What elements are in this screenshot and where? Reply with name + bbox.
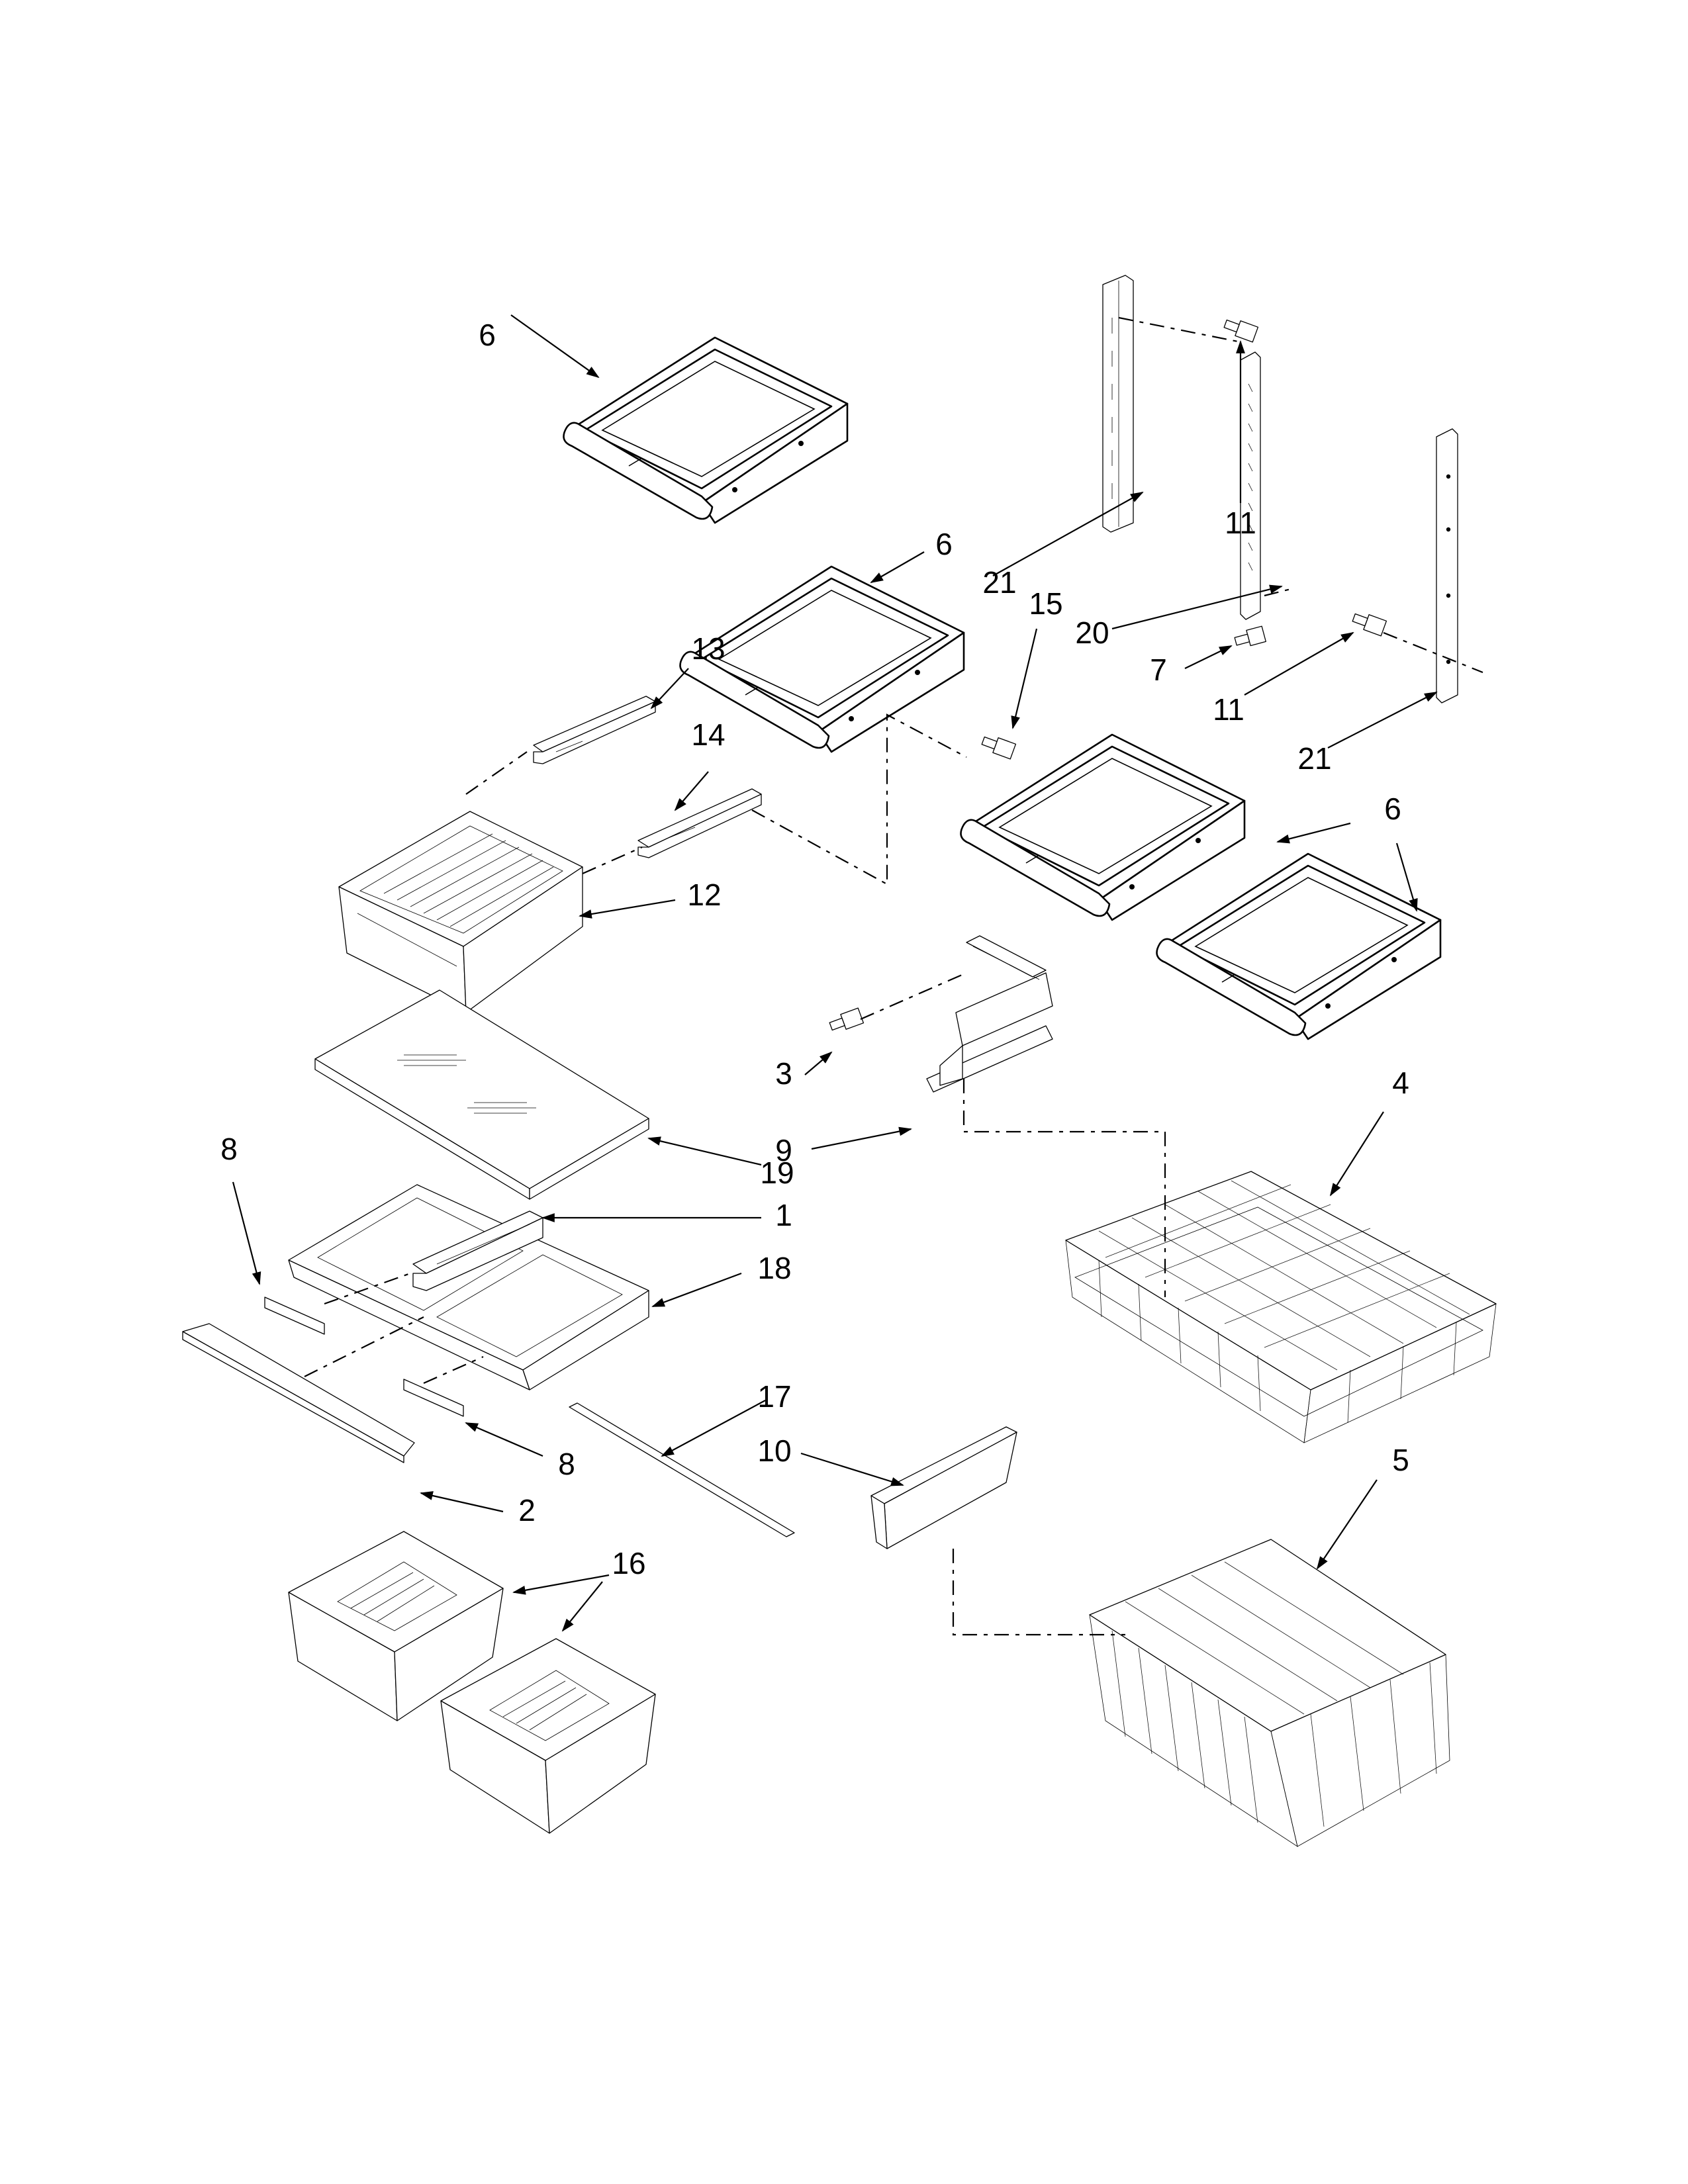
callout-12: 12 — [687, 878, 721, 912]
callout-14: 14 — [691, 717, 725, 752]
screw-center — [1234, 626, 1266, 649]
screw-shelf — [980, 733, 1015, 759]
callout-18: 18 — [757, 1251, 791, 1285]
bin-right — [441, 1639, 655, 1833]
callout-11-upper: 11 — [1225, 506, 1256, 540]
callout-20: 20 — [1075, 615, 1109, 650]
callout-9: 9 — [775, 1133, 792, 1167]
pantry-drawer — [339, 811, 583, 1013]
shelf-rail-center — [1241, 352, 1260, 619]
callout-6-top: 6 — [479, 318, 496, 352]
glass-shelf — [315, 990, 649, 1199]
wire-basket-upper — [1066, 1171, 1496, 1443]
callout-19: 19 — [760, 1156, 794, 1190]
assembly-lines — [304, 316, 1483, 1636]
callout-21-left: 21 — [982, 565, 1016, 600]
basket-guide — [927, 936, 1053, 1092]
callout-3: 3 — [775, 1056, 792, 1091]
callout-16: 16 — [612, 1546, 645, 1580]
callout-13: 13 — [691, 631, 725, 666]
callout-2: 2 — [518, 1493, 536, 1527]
drawer-frame — [289, 1185, 649, 1390]
screw-upper — [1223, 316, 1258, 342]
bin-divider — [871, 1427, 1017, 1549]
wire-basket-lower — [1090, 1539, 1450, 1846]
support-rod — [569, 1403, 794, 1537]
callout-15: 15 — [1029, 586, 1062, 621]
shelf-right-lower — [1156, 852, 1442, 1040]
callout-10: 10 — [757, 1433, 791, 1468]
clip-left — [265, 1297, 324, 1334]
shelf-top — [563, 336, 849, 524]
callout-6-right: 6 — [1384, 792, 1401, 826]
leader-arrows — [232, 314, 1438, 1632]
slide-right — [638, 789, 761, 858]
slide-left — [534, 696, 655, 764]
callout-1: 1 — [775, 1198, 792, 1232]
bin-left — [289, 1531, 503, 1721]
callout-7: 7 — [1150, 653, 1167, 687]
clip-right — [404, 1379, 463, 1416]
screw-basket-guide — [828, 1008, 863, 1034]
callout-11-lower: 11 — [1213, 692, 1244, 727]
shelf-right-upper — [960, 733, 1246, 921]
callout-6-middle: 6 — [935, 527, 953, 561]
callout-8-right: 8 — [558, 1447, 575, 1481]
callout-8-left: 8 — [220, 1132, 238, 1166]
callout-21-right: 21 — [1297, 741, 1331, 776]
callout-5: 5 — [1392, 1443, 1409, 1477]
callout-4: 4 — [1392, 1066, 1409, 1100]
drawer-cover — [413, 1211, 543, 1291]
trim-strip — [183, 1324, 414, 1463]
callout-labels: 6 6 6 21 15 11 20 7 11 21 13 14 12 3 9 4… — [220, 318, 1409, 1580]
screw-right — [1351, 610, 1386, 636]
shelf-rail-left — [1103, 275, 1133, 532]
callout-17: 17 — [757, 1379, 791, 1414]
